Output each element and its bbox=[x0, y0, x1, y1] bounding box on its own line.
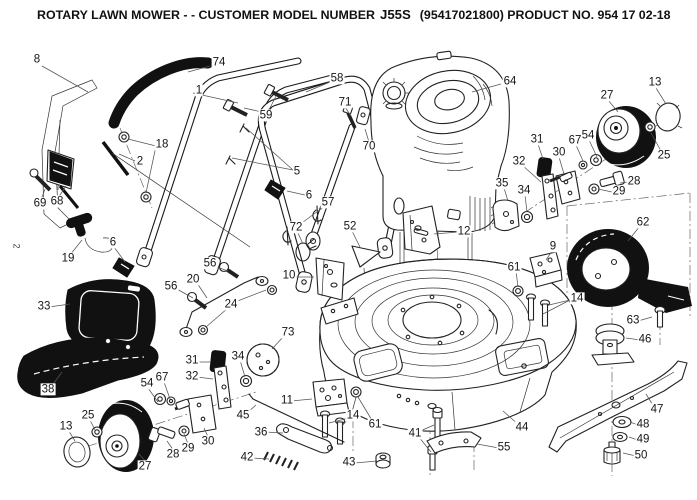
title-suffix: (95417021800) PRODUCT NO. 954 17 02-18 bbox=[419, 8, 671, 22]
handle-grip bbox=[108, 57, 214, 129]
blade bbox=[548, 360, 688, 453]
deck-hardware bbox=[248, 378, 482, 471]
engine bbox=[370, 50, 510, 300]
title-prefix: ROTARY LAWN MOWER - - CUSTOMER MODEL NUM… bbox=[37, 8, 375, 22]
deck bbox=[319, 258, 577, 432]
page-number: 2 bbox=[11, 243, 22, 249]
guards bbox=[17, 279, 159, 398]
belt-guard-ring bbox=[567, 229, 692, 313]
wheel-front bbox=[596, 102, 683, 168]
page-title: ROTARY LAWN MOWER - - CUSTOMER MODEL NUM… bbox=[37, 7, 671, 22]
wheel-rear bbox=[63, 400, 154, 472]
model-number: J55S bbox=[379, 7, 411, 22]
fuel-cap bbox=[382, 81, 406, 105]
wheel-hardware-rear bbox=[147, 343, 280, 443]
blade-assembly bbox=[548, 305, 688, 465]
leader-lines bbox=[40, 65, 667, 464]
linkage bbox=[179, 251, 563, 338]
wheel-hardware-front bbox=[490, 153, 625, 232]
deflector-shield bbox=[17, 337, 159, 398]
